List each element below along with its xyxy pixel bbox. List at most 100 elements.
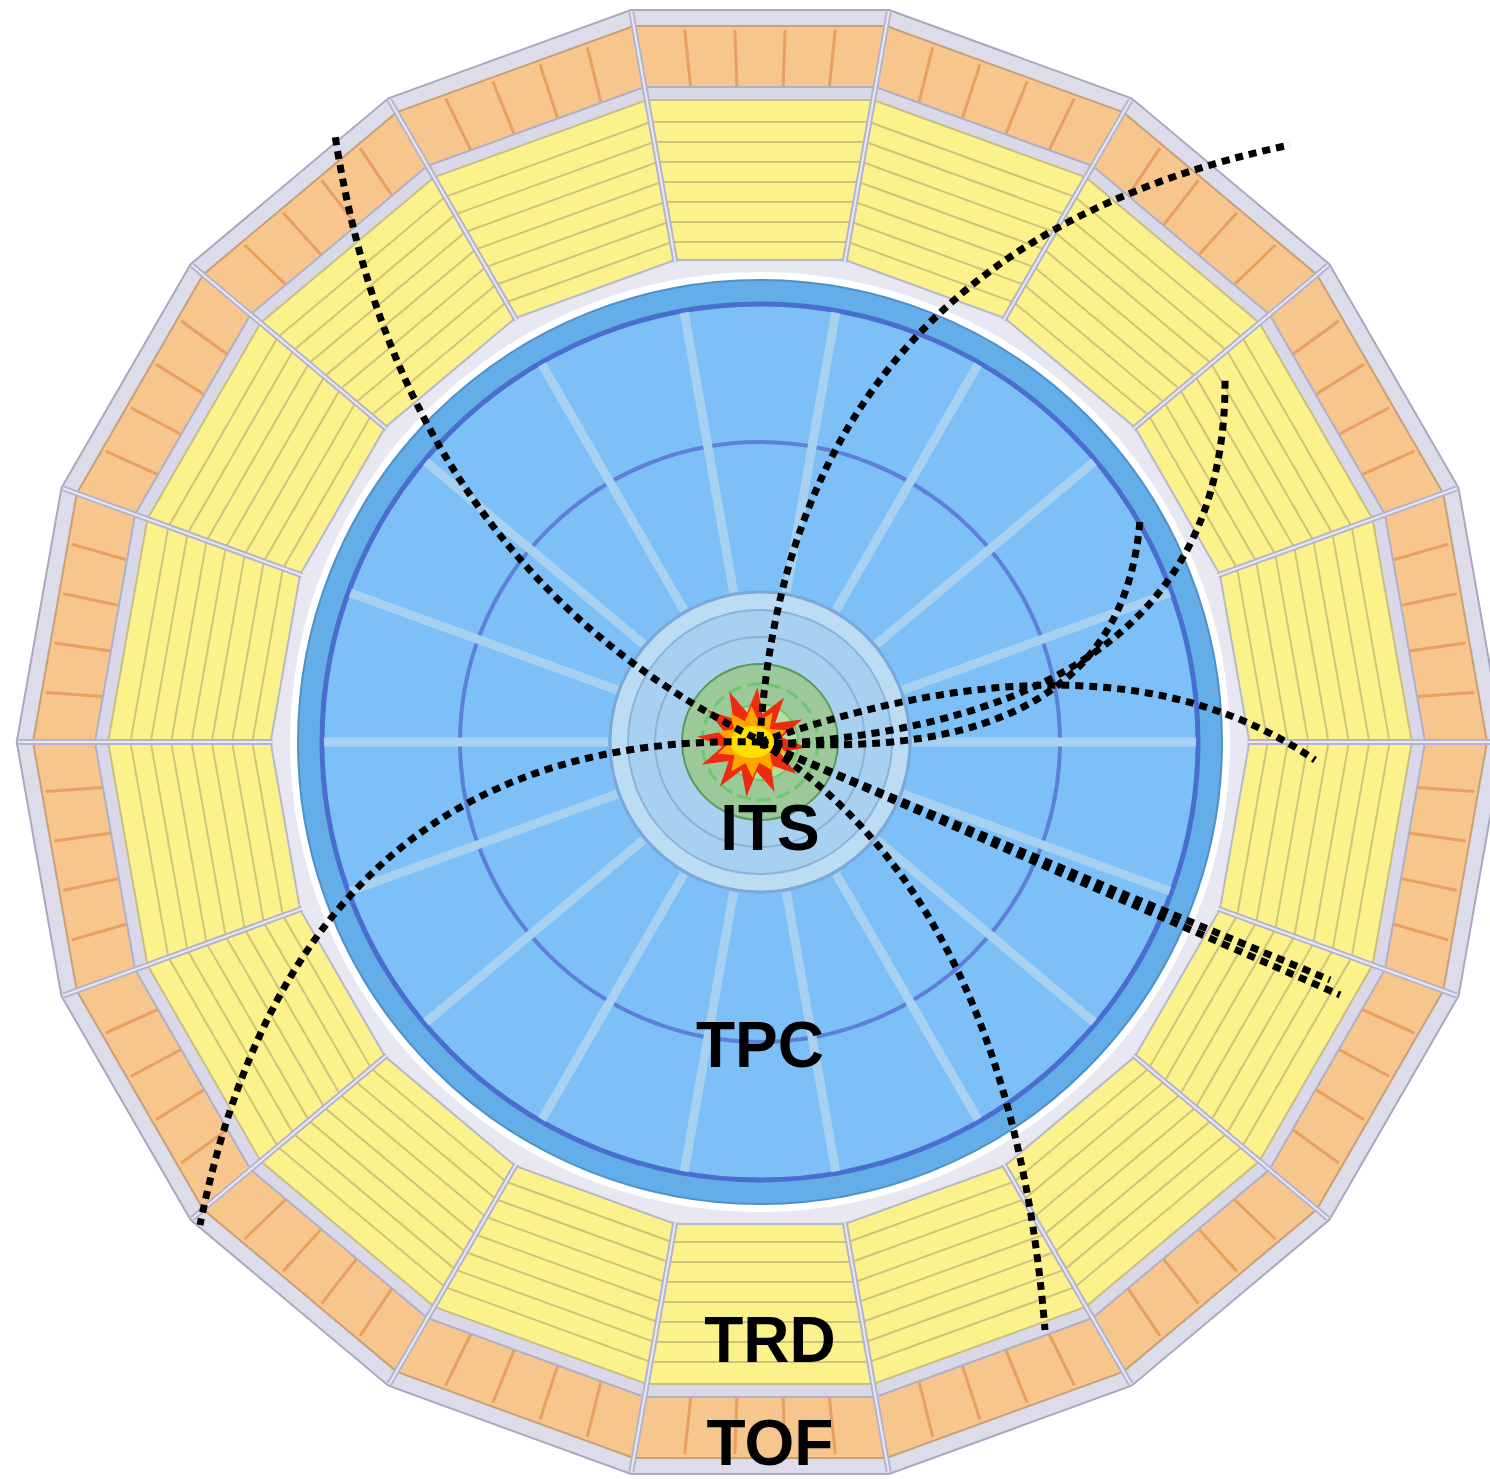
tof-cell-line: [919, 47, 933, 103]
tof-cell-line: [63, 878, 119, 890]
trd-ring: [108, 100, 1412, 1384]
tof-cell-line: [1234, 1199, 1275, 1239]
tof-cell-line: [1409, 643, 1465, 651]
tpc-spoke: [786, 313, 835, 593]
tof-cell-line: [106, 1009, 158, 1032]
sector-frame: [845, 1222, 889, 1472]
tof-cell-line: [283, 213, 321, 255]
tpc-spoke: [903, 593, 1170, 690]
tof-cell-line: [685, 1397, 691, 1454]
sector-frame-core: [1004, 100, 1131, 320]
sector-frame: [63, 488, 302, 575]
tpc-spoke: [324, 738, 608, 747]
tpc-spoke: [903, 794, 1170, 891]
sector-frame-core: [192, 266, 386, 429]
tpc-spoke: [876, 462, 1094, 645]
tof-cell-line: [587, 1381, 601, 1437]
tof-cell-line: [1293, 321, 1339, 355]
sector-frame: [845, 12, 889, 262]
tof-cell-line: [493, 1350, 514, 1403]
sector-frame: [63, 909, 302, 996]
tof-cell-line: [1199, 213, 1237, 255]
tof-cell-line: [1409, 833, 1465, 841]
tof-cell-line: [1049, 99, 1074, 150]
tof-cell-line: [1199, 1229, 1237, 1271]
sector-frame-core: [1133, 1055, 1327, 1218]
sector-frame-core: [389, 100, 516, 320]
trd-layer-line: [151, 142, 1370, 1342]
tof-cell-line: [72, 544, 127, 560]
tof-cell-line: [322, 1259, 357, 1304]
particle-track: [335, 135, 755, 738]
particle-track: [760, 685, 1315, 760]
tof-cell-line: [1393, 544, 1448, 560]
sector-frame-core: [1133, 266, 1327, 429]
tof-cell-line: [1049, 1334, 1074, 1386]
sector-frame-core: [389, 1164, 516, 1384]
detector-label: TOF: [707, 1411, 834, 1475]
sector-frame-core: [845, 12, 889, 262]
tof-cell-line: [1293, 1130, 1339, 1164]
tof-cell-line: [783, 30, 785, 87]
sector-frame: [631, 1222, 675, 1472]
trd-layer-line: [130, 122, 1389, 1362]
tof-cell-line: [46, 693, 103, 697]
tof-cell-line: [540, 64, 558, 118]
tof-cell-line: [1339, 408, 1389, 435]
tpc-spoke: [542, 364, 684, 610]
tof-cell-line: [919, 1381, 933, 1437]
tof-cell-line: [1401, 878, 1457, 890]
sector-frame: [192, 266, 386, 429]
tof-cell-line: [245, 1199, 286, 1239]
tof-cell-line: [360, 148, 392, 196]
tof-cell-line: [1362, 451, 1414, 474]
tof-cell-line: [446, 99, 471, 150]
tof-cell-line: [1234, 245, 1275, 285]
tof-cell-line: [156, 1090, 204, 1120]
sector-frame: [1218, 909, 1457, 996]
tof-cell-line: [493, 82, 514, 135]
tof-cell-line: [540, 1365, 558, 1419]
tof-cell-line: [1006, 1350, 1027, 1403]
sector-frame: [1133, 1055, 1327, 1218]
tof-cell-line: [72, 924, 127, 940]
sector-frame: [1004, 1164, 1131, 1384]
tof-cell-line: [735, 30, 737, 87]
tof-cell-line: [1417, 693, 1474, 697]
sector-frame: [1133, 266, 1327, 429]
tof-cell-line: [1393, 924, 1448, 940]
tof-cell-line: [131, 408, 181, 435]
trd-layer-line: [171, 162, 1349, 1322]
particle-track: [760, 742, 1340, 995]
tof-cell-line: [962, 1365, 980, 1419]
tof-cell-line: [106, 451, 158, 474]
tpc-spoke: [836, 874, 978, 1120]
sector-frame-core: [19, 741, 273, 743]
outer-frame: [17, 10, 1490, 1474]
tpc-spoke: [426, 840, 644, 1023]
particle-track: [760, 742, 1330, 980]
tof-cell-line: [54, 833, 110, 841]
sector-frame-core: [1218, 909, 1457, 996]
tof-cell-line: [1128, 1288, 1160, 1336]
sector-frame: [631, 12, 675, 262]
tof-cell-line: [131, 1049, 181, 1076]
tof-cell-line: [1163, 180, 1198, 225]
sector-frame-core: [63, 909, 302, 996]
sector-frame-core: [631, 12, 675, 262]
tpc-spoke: [912, 738, 1196, 747]
tof-cell-line: [54, 643, 110, 651]
sector-frame-core: [845, 1222, 889, 1472]
tof-cell-line: [46, 787, 103, 791]
tof-inner-frame: [95, 87, 1425, 1397]
sector-frame-core: [1247, 741, 1490, 743]
sector-frame: [1004, 100, 1131, 320]
tpc-spoke: [350, 593, 617, 690]
particle-track: [760, 520, 1140, 745]
sector-frame-core: [1004, 1164, 1131, 1384]
tof-cell-line: [322, 180, 357, 225]
particle-track: [760, 145, 1290, 740]
tof-cell-line: [1163, 1259, 1198, 1304]
particle-track: [200, 742, 760, 1225]
